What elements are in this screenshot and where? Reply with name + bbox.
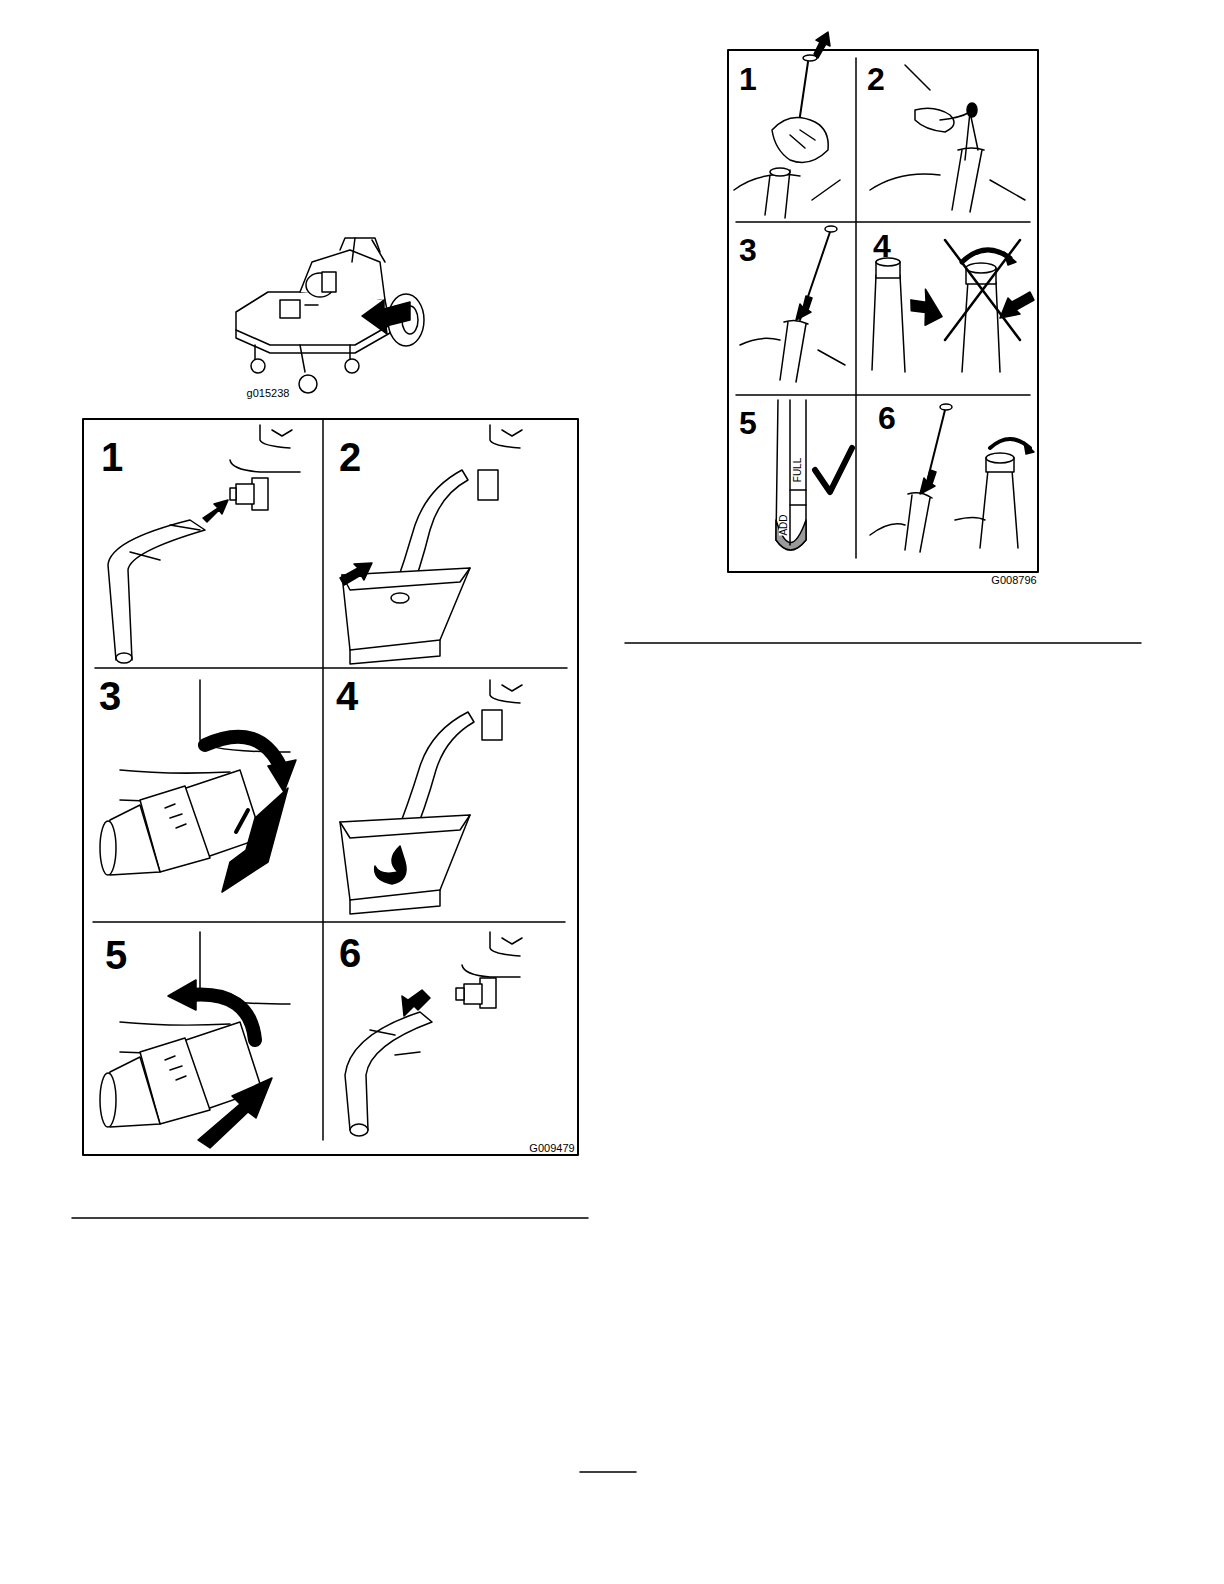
figure-id: G009479 [529,1143,574,1154]
step-disconnect-hose [345,932,522,1136]
step-oil-draining [340,680,522,914]
figure-id: G008796 [991,575,1036,586]
step-number: 4 [336,676,358,716]
step-remove-dipstick [734,32,840,218]
page-rule [580,1471,636,1473]
step-number: 1 [101,437,123,477]
step-number: 3 [99,676,121,716]
step-number: 6 [878,402,896,434]
dipstick-mark: FULL [793,458,803,482]
pointer-arrow [362,300,410,334]
dipstick-steps-frame [728,50,1038,572]
step-do-not-thread-cap [872,240,1034,372]
step-insert-dipstick [740,226,845,382]
step-number: 2 [339,437,361,477]
step-read-level [776,400,852,550]
step-number: 4 [873,230,891,262]
step-number: 6 [339,933,361,973]
step-number: 5 [105,935,127,975]
section-rule [625,642,1141,644]
figure-id: g015238 [247,388,290,399]
step-wipe-dipstick [870,65,1025,212]
step-number: 2 [867,63,885,95]
drain-steps-frame [83,419,578,1155]
step-close-valve [100,932,290,1148]
step-number: 5 [739,407,757,439]
step-number: 1 [739,63,757,95]
dipstick-mark: ADD [779,514,789,535]
mower-illustration [236,238,424,393]
section-rule [72,1217,588,1219]
step-connect-hose [108,425,300,663]
step-open-valve [100,680,296,892]
step-hose-to-pan [340,425,522,664]
step-number: 3 [739,234,757,266]
